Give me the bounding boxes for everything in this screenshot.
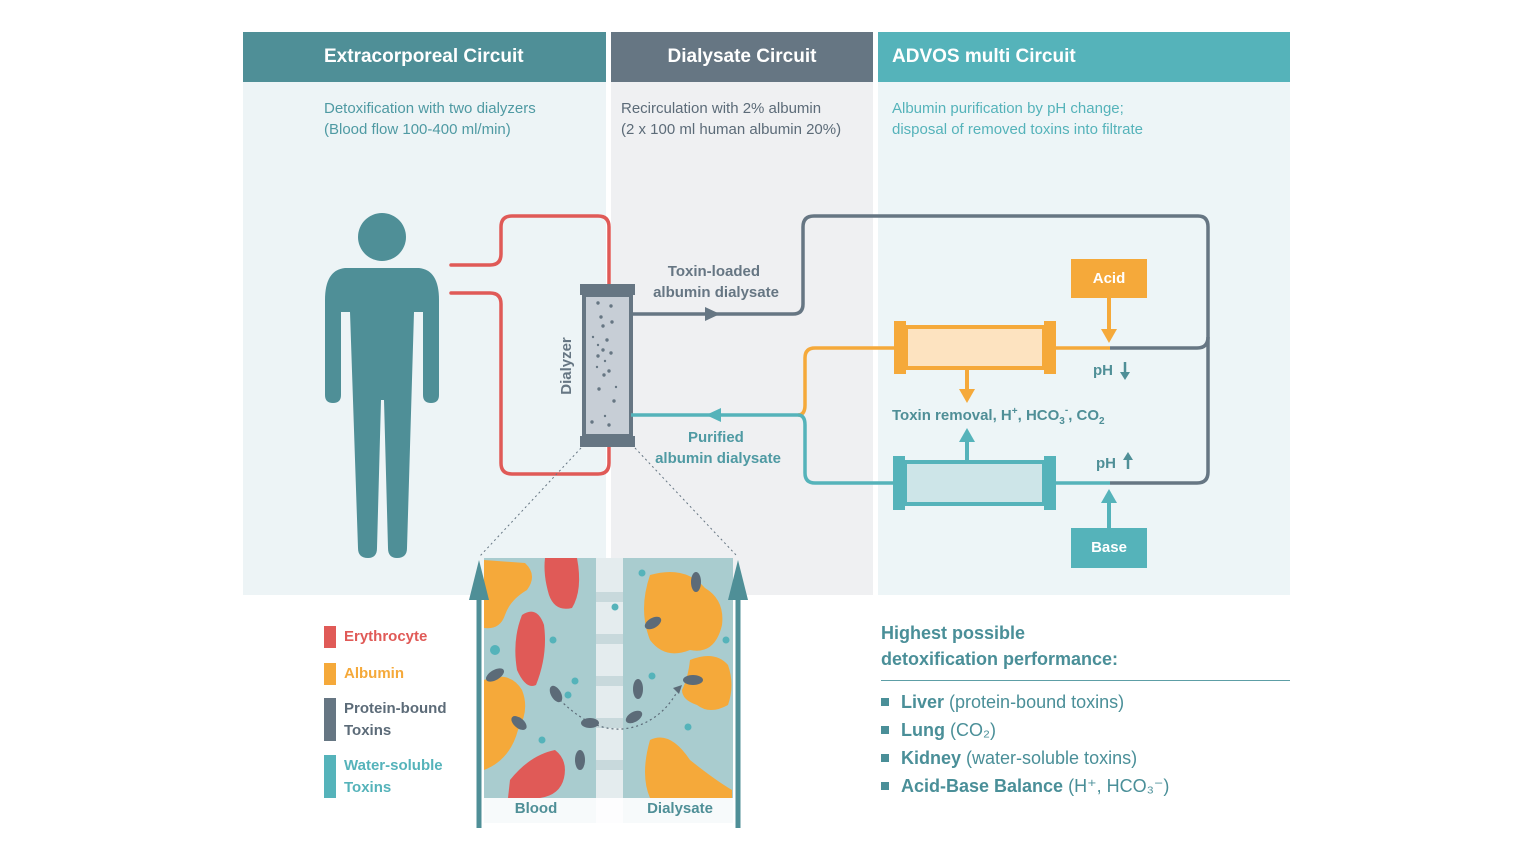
- bullet-icon: [881, 754, 889, 762]
- bullet-icon: [881, 726, 889, 734]
- extracorporeal-title: Extracorporeal Circuit: [324, 46, 524, 67]
- legend-item-water-soluble: Water-soluble Toxins: [324, 755, 443, 799]
- performance-title-line2: detoxification performance:: [881, 649, 1119, 669]
- base-label: Base: [1091, 539, 1127, 556]
- dialysate-header: Dialysate Circuit: [611, 32, 873, 82]
- acid-filter-down-arrow: [959, 389, 975, 403]
- dialysate-title: Dialysate Circuit: [667, 46, 817, 67]
- dialyzer-label: Dialyzer: [558, 337, 575, 395]
- zoom-view: [469, 558, 748, 828]
- toxin-loaded-line: [631, 214, 1210, 485]
- base-filter-up-arrow: [959, 428, 975, 442]
- performance-title: Highest possible detoxification performa…: [881, 620, 1118, 672]
- acid-filter: [894, 321, 1056, 374]
- blood-label: Blood: [515, 800, 558, 817]
- dialysate-desc-line2: (2 x 100 ml human albumin 20%): [621, 121, 842, 138]
- ph-up-label: pH: [1096, 455, 1116, 472]
- protein-bound-swatch: [324, 698, 336, 741]
- albumin-particles: [484, 560, 732, 798]
- bullet-icon: [881, 782, 889, 790]
- water-soluble-toxin-particles: [490, 569, 730, 744]
- toxin-loaded-arrow: [705, 307, 720, 321]
- erythrocyte-particles: [508, 558, 580, 798]
- dialysate-label: Dialysate: [647, 800, 713, 817]
- legend-label-protein-bound-2: Toxins: [344, 722, 392, 739]
- arrow-down-icon: [1120, 362, 1130, 380]
- advos-desc-line1: Albumin purification by pH change;: [892, 100, 1124, 117]
- advos-desc-line2: disposal of removed toxins into filtrate: [892, 121, 1143, 138]
- performance-divider: [881, 680, 1290, 681]
- water-soluble-swatch: [324, 755, 336, 798]
- bullet-icon: [881, 698, 889, 706]
- legend-label-water-soluble-2: Toxins: [344, 779, 392, 796]
- performance-item-acid-base: Acid-Base Balance(H⁺, HCO₃⁻): [881, 772, 1169, 800]
- blood-line: [449, 214, 611, 476]
- performance-item-liver: Liver(protein-bound toxins): [881, 688, 1169, 716]
- extracorporeal-description: Detoxification with two dialyzers (Blood…: [324, 98, 536, 140]
- blood-flow-arrow: [469, 560, 489, 600]
- legend-label-erythrocyte: Erythrocyte: [344, 628, 428, 645]
- acid-arrow: [1101, 329, 1117, 343]
- legend-item-albumin: Albumin: [324, 663, 404, 685]
- toxin-loaded-label: Toxin-loaded albumin dialysate: [653, 263, 779, 301]
- arrow-up-icon: [1123, 452, 1133, 469]
- base-arrow: [1101, 489, 1117, 503]
- base-filter: [893, 456, 1056, 510]
- dialysate-desc-line1: Recirculation with 2% albumin: [621, 100, 822, 117]
- patient-icon: [325, 213, 439, 558]
- acid-label: Acid: [1093, 270, 1126, 287]
- performance-item-lung: Lung(CO₂): [881, 716, 1169, 744]
- performance-list: Liver(protein-bound toxins) Lung(CO₂) Ki…: [881, 688, 1169, 800]
- toxin-removal-label: Toxin removal, H+, HCO3-, CO2: [892, 405, 1105, 427]
- base-box: [1071, 528, 1147, 568]
- purified-arrow: [706, 408, 721, 422]
- legend-item-erythrocyte: Erythrocyte: [324, 626, 427, 648]
- extracorporeal-desc-line1: Detoxification with two dialyzers: [324, 100, 536, 117]
- performance-title-line1: Highest possible: [881, 623, 1026, 643]
- dialyzer-icon: [580, 284, 635, 447]
- purified-label: Purified albumin dialysate: [655, 429, 781, 467]
- protein-bound-toxin-particles: [485, 572, 703, 770]
- performance-item-kidney: Kidney(water-soluble toxins): [881, 744, 1169, 772]
- legend-item-protein-bound: Protein-bound Toxins: [324, 698, 446, 742]
- albumin-swatch: [324, 663, 336, 685]
- dialysate-panel: [611, 82, 873, 595]
- dialysate-description: Recirculation with 2% albumin (2 x 100 m…: [621, 98, 841, 140]
- advos-header: ADVOS multi Circuit: [878, 32, 1290, 82]
- ph-down-label: pH: [1093, 362, 1113, 379]
- dialysate-flow-arrow: [728, 560, 748, 600]
- extracorporeal-header: Extracorporeal Circuit: [243, 32, 606, 82]
- erythrocyte-swatch: [324, 626, 336, 648]
- advos-description: Albumin purification by pH change; dispo…: [892, 98, 1143, 140]
- legend-label-water-soluble-1: Water-soluble: [344, 757, 443, 774]
- advos-title: ADVOS multi Circuit: [892, 46, 1076, 67]
- legend-label-albumin: Albumin: [344, 665, 404, 682]
- extracorporeal-desc-line2: (Blood flow 100-400 ml/min): [324, 121, 511, 138]
- acid-box: [1071, 259, 1147, 298]
- legend-label-protein-bound-1: Protein-bound: [344, 700, 447, 717]
